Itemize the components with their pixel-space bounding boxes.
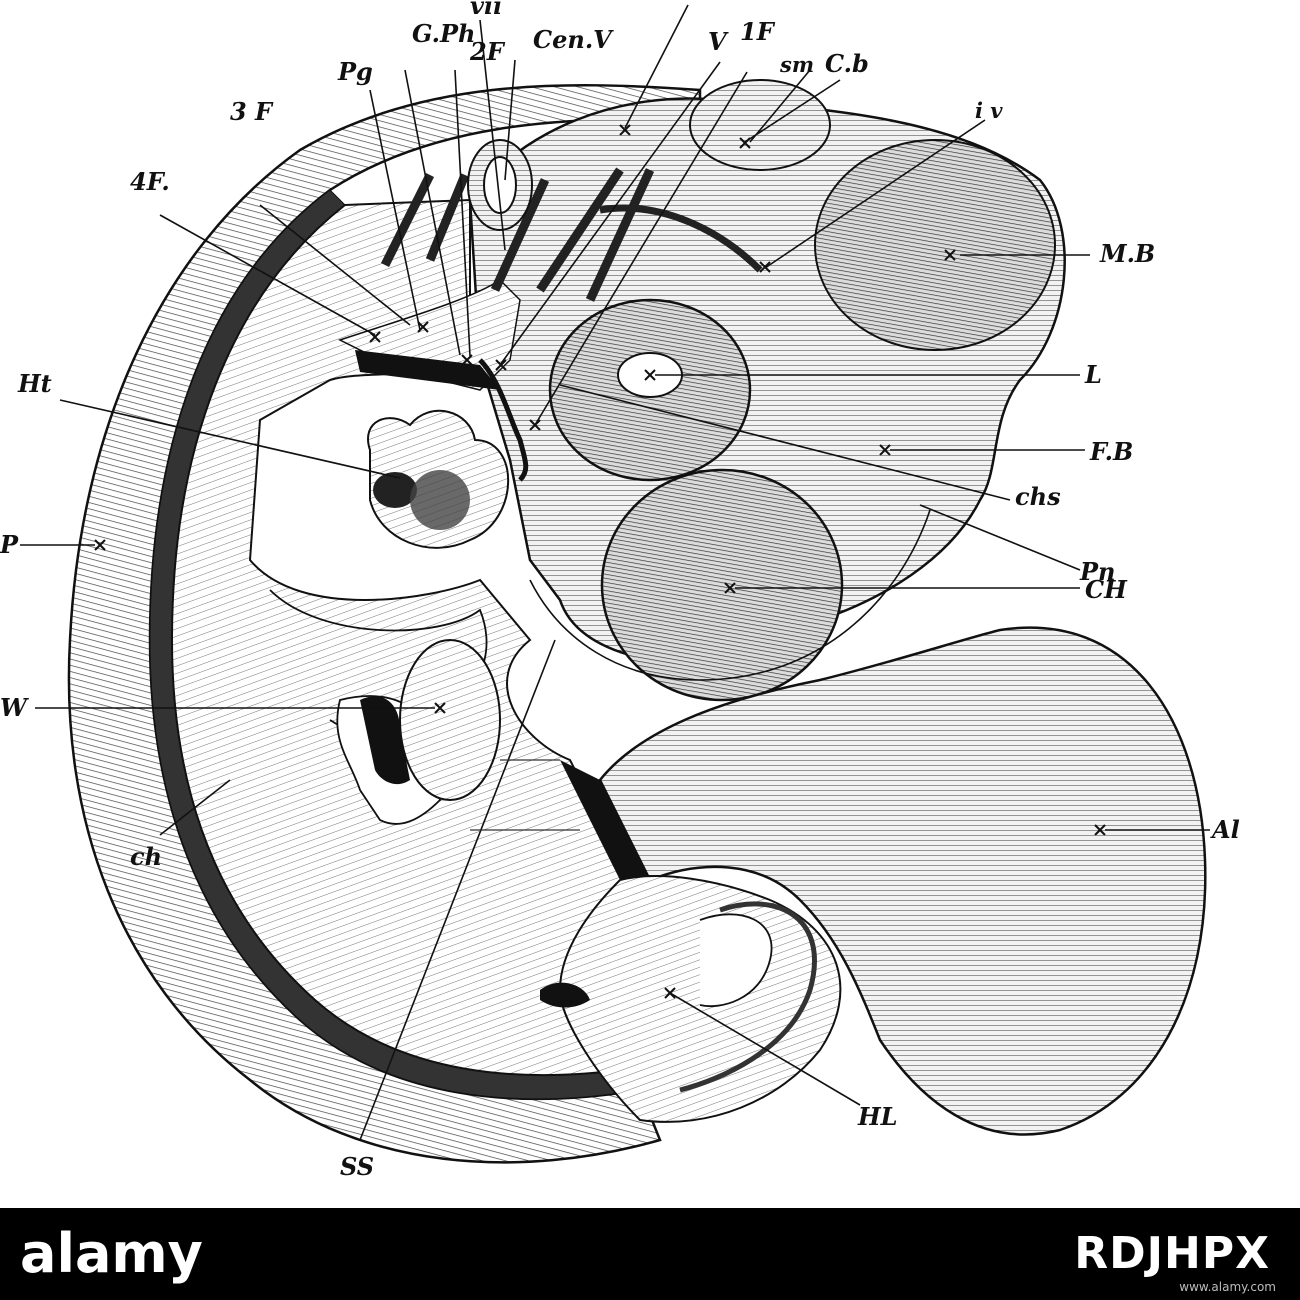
label-4f: 4F. bbox=[130, 167, 170, 196]
label-cenv: Cen.V bbox=[533, 25, 614, 54]
label-ht: Ht bbox=[17, 369, 52, 398]
arch-2 bbox=[425, 173, 470, 262]
label-hl: HL bbox=[857, 1102, 898, 1131]
arch-5 bbox=[585, 168, 655, 302]
leader-lines bbox=[20, 4, 1210, 1106]
label-p: P bbox=[0, 530, 19, 559]
label-chs: chs bbox=[1015, 482, 1061, 511]
label-ss: SS bbox=[340, 1152, 374, 1181]
cerebral-hemisphere bbox=[600, 468, 844, 702]
reference-marks bbox=[94, 124, 1106, 999]
label-fb: F.B bbox=[1089, 437, 1133, 466]
label-al: Al bbox=[1210, 815, 1240, 844]
watermark-url: www.alamy.com bbox=[1179, 1280, 1276, 1294]
cerebellum bbox=[689, 79, 831, 171]
alamy-logo: alamy bbox=[20, 1222, 203, 1285]
label-w: W bbox=[0, 693, 29, 722]
wolffian-body bbox=[399, 639, 501, 801]
label-sm: sm bbox=[779, 52, 814, 77]
svg-text:alamy: alamy bbox=[20, 1222, 203, 1285]
arch-1 bbox=[380, 172, 435, 268]
label-gph: G.Ph bbox=[412, 19, 476, 48]
midbrain bbox=[814, 139, 1056, 351]
watermark-bar: alamy RDJHPX www.alamy.com bbox=[0, 1208, 1300, 1300]
label-ch-hemisphere: CH bbox=[1085, 575, 1128, 604]
head-region bbox=[468, 79, 1066, 702]
label-2f: 2F bbox=[469, 37, 506, 66]
label-mb: M.B bbox=[1099, 239, 1155, 268]
allantois bbox=[560, 626, 1207, 1136]
label-iv: i v bbox=[975, 98, 1003, 123]
branchial-region bbox=[338, 139, 763, 482]
label-cb: C.b bbox=[825, 49, 869, 78]
label-v: V bbox=[708, 27, 729, 56]
heart bbox=[367, 409, 510, 549]
embryo-figure: vii G.Ph Cen.V 2F V 1F sm C.b Pg 3 F 4F.… bbox=[0, 0, 1240, 1181]
label-pn: Pn bbox=[1079, 557, 1116, 586]
label-l: L bbox=[1084, 360, 1102, 389]
hind-limb bbox=[540, 875, 842, 1123]
abdomen bbox=[269, 589, 501, 825]
label-ch: ch bbox=[130, 842, 162, 871]
label-vii: vii bbox=[470, 0, 502, 20]
label-pg: Pg bbox=[337, 57, 373, 86]
label-3f: 3 F bbox=[230, 97, 274, 126]
labels: vii G.Ph Cen.V 2F V 1F sm C.b Pg 3 F 4F.… bbox=[0, 0, 1240, 1181]
arch-4 bbox=[536, 167, 624, 293]
arch-3 bbox=[490, 178, 550, 292]
embryo-illustration: vii G.Ph Cen.V 2F V 1F sm C.b Pg 3 F 4F.… bbox=[0, 0, 1240, 1181]
label-1f: 1F bbox=[740, 17, 776, 46]
image-id: RDJHPX bbox=[1074, 1228, 1270, 1279]
